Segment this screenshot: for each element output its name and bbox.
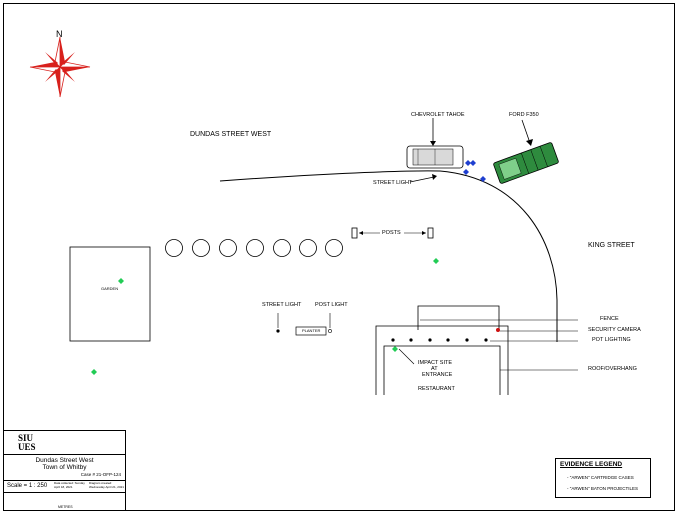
legend-item-projectile: - "ARWEN" BATON PROJECTILES [567, 486, 638, 491]
posts-label: POSTS [382, 230, 401, 236]
street-light-label: STREET LIGHT [373, 180, 413, 186]
chevrolet-tahoe-vehicle [406, 145, 464, 169]
legend-item-cartridge: - "ARWEN" CARTRIDGE CASES [567, 475, 634, 480]
post-marker [427, 227, 434, 239]
baton-projectile-markers [91, 258, 439, 375]
king-street-label: KING STREET [588, 242, 635, 249]
f350-label: FORD F350 [509, 112, 539, 118]
fence-label: FENCE [600, 316, 619, 322]
siu-logo: SIU UES [18, 433, 36, 452]
case-number: Case # 21-OFP-124 [80, 472, 121, 477]
security-camera-label: SECURITY CAMERA [588, 327, 641, 333]
pot-light-markers [391, 338, 488, 342]
compass-rose-icon [29, 36, 91, 98]
title-block: SIU UES Dundas Street West Town of Whitb… [3, 430, 126, 511]
street-curb-line [219, 170, 558, 301]
street-light-mid-label: STREET LIGHT [262, 302, 302, 308]
data-collected: Data collected: Sunday April 18, 2021 [54, 481, 85, 489]
fence-line [417, 305, 500, 330]
evidence-legend: EVIDENCE LEGEND - "ARWEN" CARTRIDGE CASE… [555, 458, 651, 498]
diagram-created: Diagram created: Wednesday April 21, 202… [89, 481, 124, 489]
garden-label: GARDEN [101, 286, 119, 291]
pot-lighting-label: POT LIGHTING [592, 337, 631, 343]
security-camera-marker [496, 328, 500, 332]
drawing-frame [3, 3, 675, 511]
north-label: N [56, 29, 63, 39]
planter-label: PLANTER [302, 328, 321, 333]
tahoe-label: CHEVROLET TAHOE [411, 112, 465, 118]
post-marker [351, 227, 358, 239]
impact-site-label-1: IMPACT SITE [418, 360, 453, 366]
restaurant-label: RESTAURANT [418, 386, 455, 392]
dundas-street-label: DUNDAS STREET WEST [190, 131, 272, 138]
roof-overhang-label: ROOF/OVERHANG [588, 366, 637, 372]
scale-text: Scale = 1 : 250 [7, 483, 48, 489]
post-light-label: POST LIGHT [315, 302, 348, 308]
impact-site-label-3: ENTRANCE [422, 372, 453, 378]
legend-title: EVIDENCE LEGEND [560, 461, 623, 468]
location-line-2: Town of Whitby [42, 464, 87, 471]
location-line-1: Dundas Street West [35, 457, 94, 464]
restaurant-outline [375, 325, 509, 395]
impact-site-label-2: AT [431, 366, 438, 372]
ford-f350-vehicle [493, 142, 559, 184]
circular-planters [165, 239, 343, 257]
scale-unit: METRES [58, 505, 73, 509]
garden-area [69, 246, 151, 342]
planter-box [295, 326, 327, 336]
cartridge-case-markers [463, 160, 486, 182]
